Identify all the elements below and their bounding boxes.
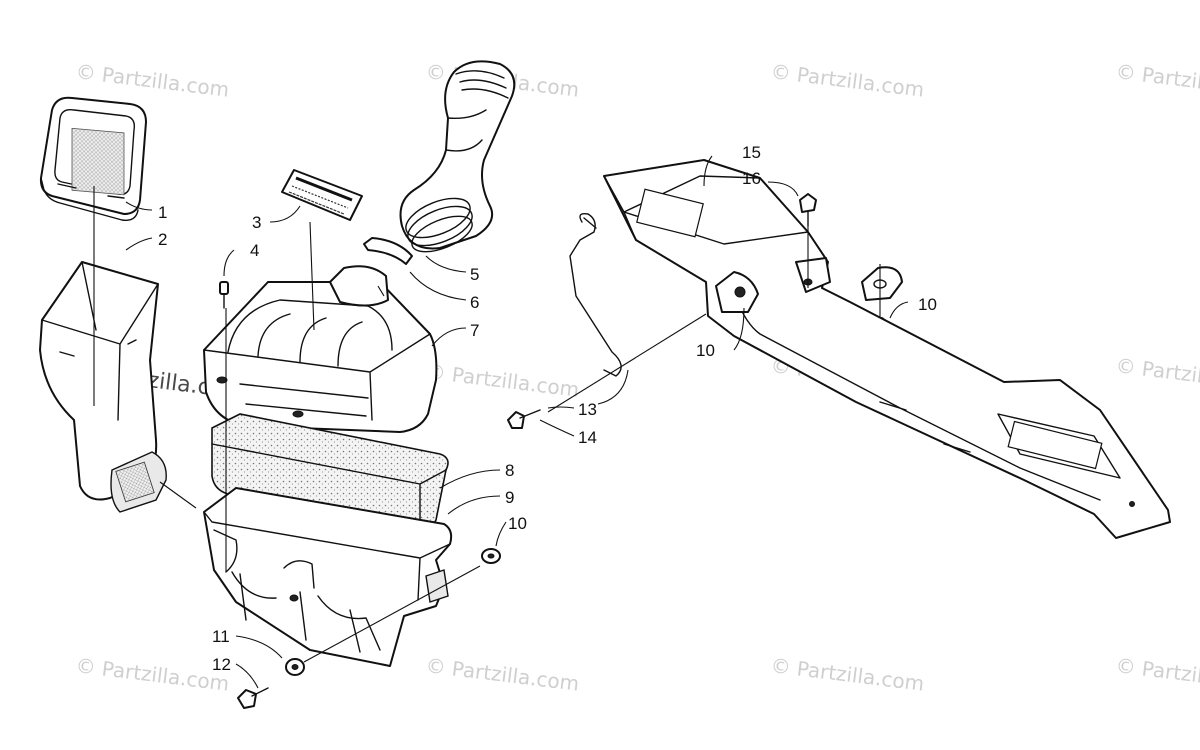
callout-8: 8: [505, 461, 514, 480]
part-15-intake-channel: [603, 159, 1171, 539]
callout-5: 5: [470, 265, 479, 284]
callout-16: 16: [742, 169, 761, 188]
watermark: © Partzilla.com: [769, 59, 925, 102]
watermark: © Partzilla.com: [769, 653, 925, 696]
watermark: © Partzilla.com: [1114, 59, 1200, 102]
callout-10-right: 10: [918, 295, 937, 314]
callout-10-middle: 10: [696, 341, 715, 360]
watermark: © Partzilla.com: [1114, 653, 1200, 696]
callout-15: 15: [742, 143, 761, 162]
callout-10-lower: 10: [508, 514, 527, 533]
callout-11: 11: [212, 627, 230, 646]
part-12-bolt: [237, 687, 269, 709]
callout-14: 14: [578, 428, 597, 447]
part-14-bolt: [507, 409, 541, 429]
watermark: © Partzilla.com: [74, 59, 230, 102]
part-9-airbox-base: [203, 487, 453, 667]
callout-1: 1: [158, 203, 167, 222]
leader-lines: [93, 155, 909, 689]
callout-4: 4: [250, 241, 259, 260]
watermark: © Partzilla.com: [1114, 353, 1200, 396]
part-6-clamp: [363, 237, 413, 265]
part-1-intake-cover: [39, 96, 147, 221]
watermark: © Partzilla.com: [424, 653, 580, 696]
watermark: © Partzilla.com: [74, 653, 230, 696]
callout-6: 6: [470, 293, 479, 312]
part-10-grommet: [481, 548, 501, 564]
callout-2: 2: [158, 230, 167, 249]
part-4-screw: [219, 281, 229, 309]
callout-12: 12: [212, 655, 231, 674]
part-5-intake-boot: [399, 60, 516, 253]
part-13-wire-retainer: [569, 212, 622, 377]
callout-labels: 1 2 3 4 5 6 7 8 9 10 11 12 13 14 10 15 1…: [158, 143, 937, 674]
part-2-intake-duct: [39, 261, 167, 513]
part-16-bolt: [799, 193, 817, 227]
callout-3: 3: [252, 213, 261, 232]
callout-9: 9: [505, 488, 514, 507]
part-11-grommet: [285, 658, 305, 676]
part-3-decal: [281, 169, 363, 221]
part-7-airbox-lid: [203, 265, 438, 433]
watermark: © Partzilla.com: [424, 359, 580, 402]
callout-7: 7: [470, 321, 479, 340]
callout-13: 13: [578, 400, 597, 419]
